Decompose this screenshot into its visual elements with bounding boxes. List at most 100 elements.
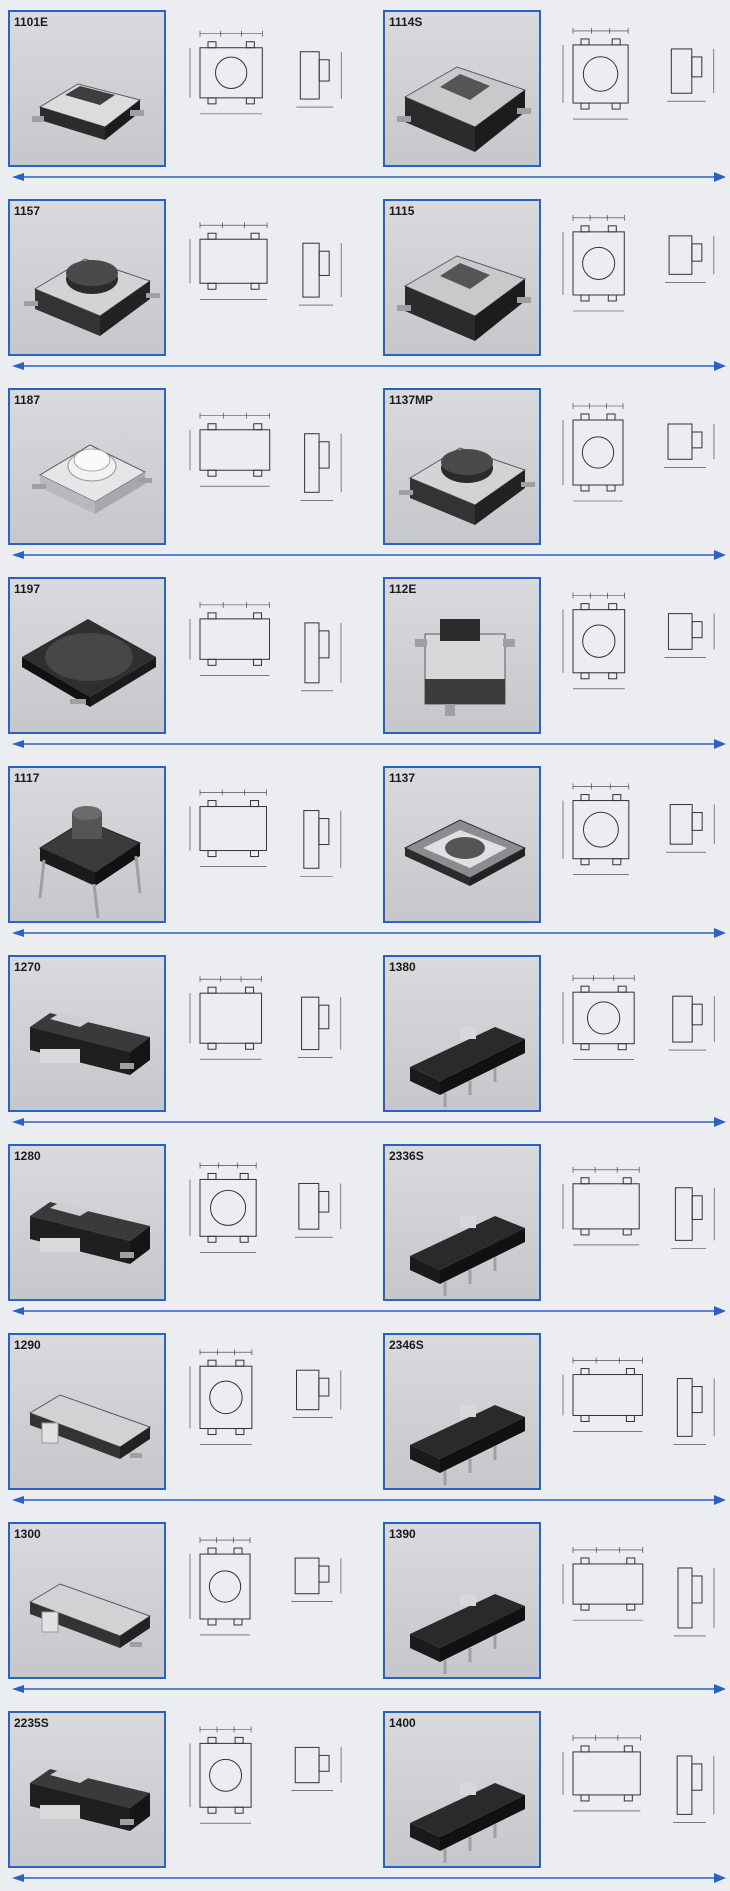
part-number-label: 1197 (14, 582, 41, 596)
dimension-drawing (562, 592, 715, 690)
part-number-label: 1187 (14, 393, 41, 407)
part-number-label: 1290 (14, 1338, 41, 1352)
part-number-label: 1390 (389, 1527, 416, 1541)
dimension-drawing (189, 601, 342, 692)
part-number-label: 2235S (14, 1716, 49, 1730)
part-number-label: 1280 (14, 1149, 41, 1163)
component-photo: 1400 (383, 1711, 541, 1868)
part-number-label: 1115 (389, 204, 415, 218)
dimension-drawing (562, 1357, 715, 1445)
component-illustration (32, 83, 144, 140)
part-number-label: 1270 (14, 960, 41, 974)
component-photo: 1380 (383, 955, 541, 1112)
component-photo: 2235S (8, 1711, 166, 1868)
part-number-label: 1380 (389, 960, 416, 974)
row-divider-arrow (12, 1873, 726, 1883)
part-number-label: 1137 (389, 771, 416, 785)
row-divider-arrow (12, 550, 726, 560)
component-photo: 1197 (8, 577, 166, 734)
component-illustration (24, 258, 160, 336)
component-photo: 112E (383, 577, 541, 734)
component-photo: 1290 (8, 1333, 166, 1490)
dimension-drawing (189, 222, 342, 306)
catalog-row: 1101E 1114S (0, 0, 730, 189)
row-divider-arrow (12, 1306, 726, 1316)
component-illustration (399, 447, 535, 525)
dimension-drawing (562, 27, 715, 120)
component-photo: 1137MP (383, 388, 541, 545)
catalog-row: 1280 2336S (0, 1134, 730, 1323)
component-illustration (30, 1013, 150, 1075)
component-illustration (410, 1027, 525, 1107)
component-illustration (410, 1783, 525, 1863)
dimension-drawing (189, 1162, 342, 1253)
part-number-label: 1137MP (389, 393, 434, 407)
component-illustration (28, 1583, 152, 1648)
component-illustration (415, 619, 515, 716)
component-illustration (397, 255, 531, 341)
dimension-drawing (562, 403, 715, 502)
component-photo: 1280 (8, 1144, 166, 1301)
dimension-drawing (562, 1734, 715, 1823)
dimension-drawing (189, 412, 342, 501)
component-photo: 1157 (8, 199, 166, 356)
component-illustration (410, 1216, 525, 1296)
component-illustration (28, 1394, 152, 1459)
component-illustration (410, 1594, 525, 1674)
part-number-label: 1400 (389, 1716, 416, 1730)
part-number-label: 1117 (14, 771, 40, 785)
component-illustration (397, 66, 531, 152)
dimension-drawing (189, 1349, 342, 1445)
part-number-label: 1300 (14, 1527, 41, 1541)
dimension-drawing (189, 1537, 342, 1636)
dimension-drawing (189, 789, 342, 877)
dimension-drawing (189, 1726, 342, 1824)
dimension-drawing (562, 1166, 715, 1249)
catalog-row: 1197 112E (0, 567, 730, 756)
component-photo: 1270 (8, 955, 166, 1112)
part-number-label: 2336S (389, 1149, 424, 1163)
dimension-drawing (189, 976, 342, 1060)
row-divider-arrow (12, 1684, 726, 1694)
component-photo: 1300 (8, 1522, 166, 1679)
catalog-row: 1117 1137 (0, 756, 730, 945)
catalog-row: 1270 1380 (0, 945, 730, 1134)
part-number-label: 112E (389, 582, 417, 596)
component-illustration (410, 1405, 525, 1485)
dimension-drawing (189, 30, 342, 115)
component-illustration (38, 806, 142, 919)
part-number-label: 1101E (14, 15, 49, 29)
catalog-row: 1290 2346S (0, 1323, 730, 1512)
component-photo: 1115 (383, 199, 541, 356)
dimension-drawing (562, 1546, 715, 1637)
component-photo: 1101E (8, 10, 166, 167)
row-divider-arrow (12, 361, 726, 371)
part-number-label: 1114S (389, 15, 423, 29)
component-photo: 2336S (383, 1144, 541, 1301)
component-illustration (22, 619, 156, 707)
component-photo: 1187 (8, 388, 166, 545)
component-photo: 1117 (8, 766, 166, 923)
catalog-row: 2235S 1400 (0, 1701, 730, 1890)
component-illustration (403, 819, 527, 886)
dimension-drawing (562, 975, 715, 1061)
catalog-row: 1300 1390 (0, 1512, 730, 1701)
component-photo: 1114S (383, 10, 541, 167)
row-divider-arrow (12, 928, 726, 938)
component-illustration (32, 444, 152, 514)
part-number-label: 2346S (389, 1338, 424, 1352)
row-divider-arrow (12, 1117, 726, 1127)
row-divider-arrow (12, 739, 726, 749)
component-photo: 1390 (383, 1522, 541, 1679)
row-divider-arrow (12, 1495, 726, 1505)
catalog-row: 1157 1115 (0, 189, 730, 378)
component-photo: 1137 (383, 766, 541, 923)
component-illustration (30, 1202, 150, 1264)
dimension-drawing (562, 783, 715, 876)
catalog-row: 1187 1137MP (0, 378, 730, 567)
component-illustration (30, 1769, 150, 1831)
component-photo: 2346S (383, 1333, 541, 1490)
dimension-drawing (562, 214, 715, 312)
part-number-label: 1157 (14, 204, 41, 218)
